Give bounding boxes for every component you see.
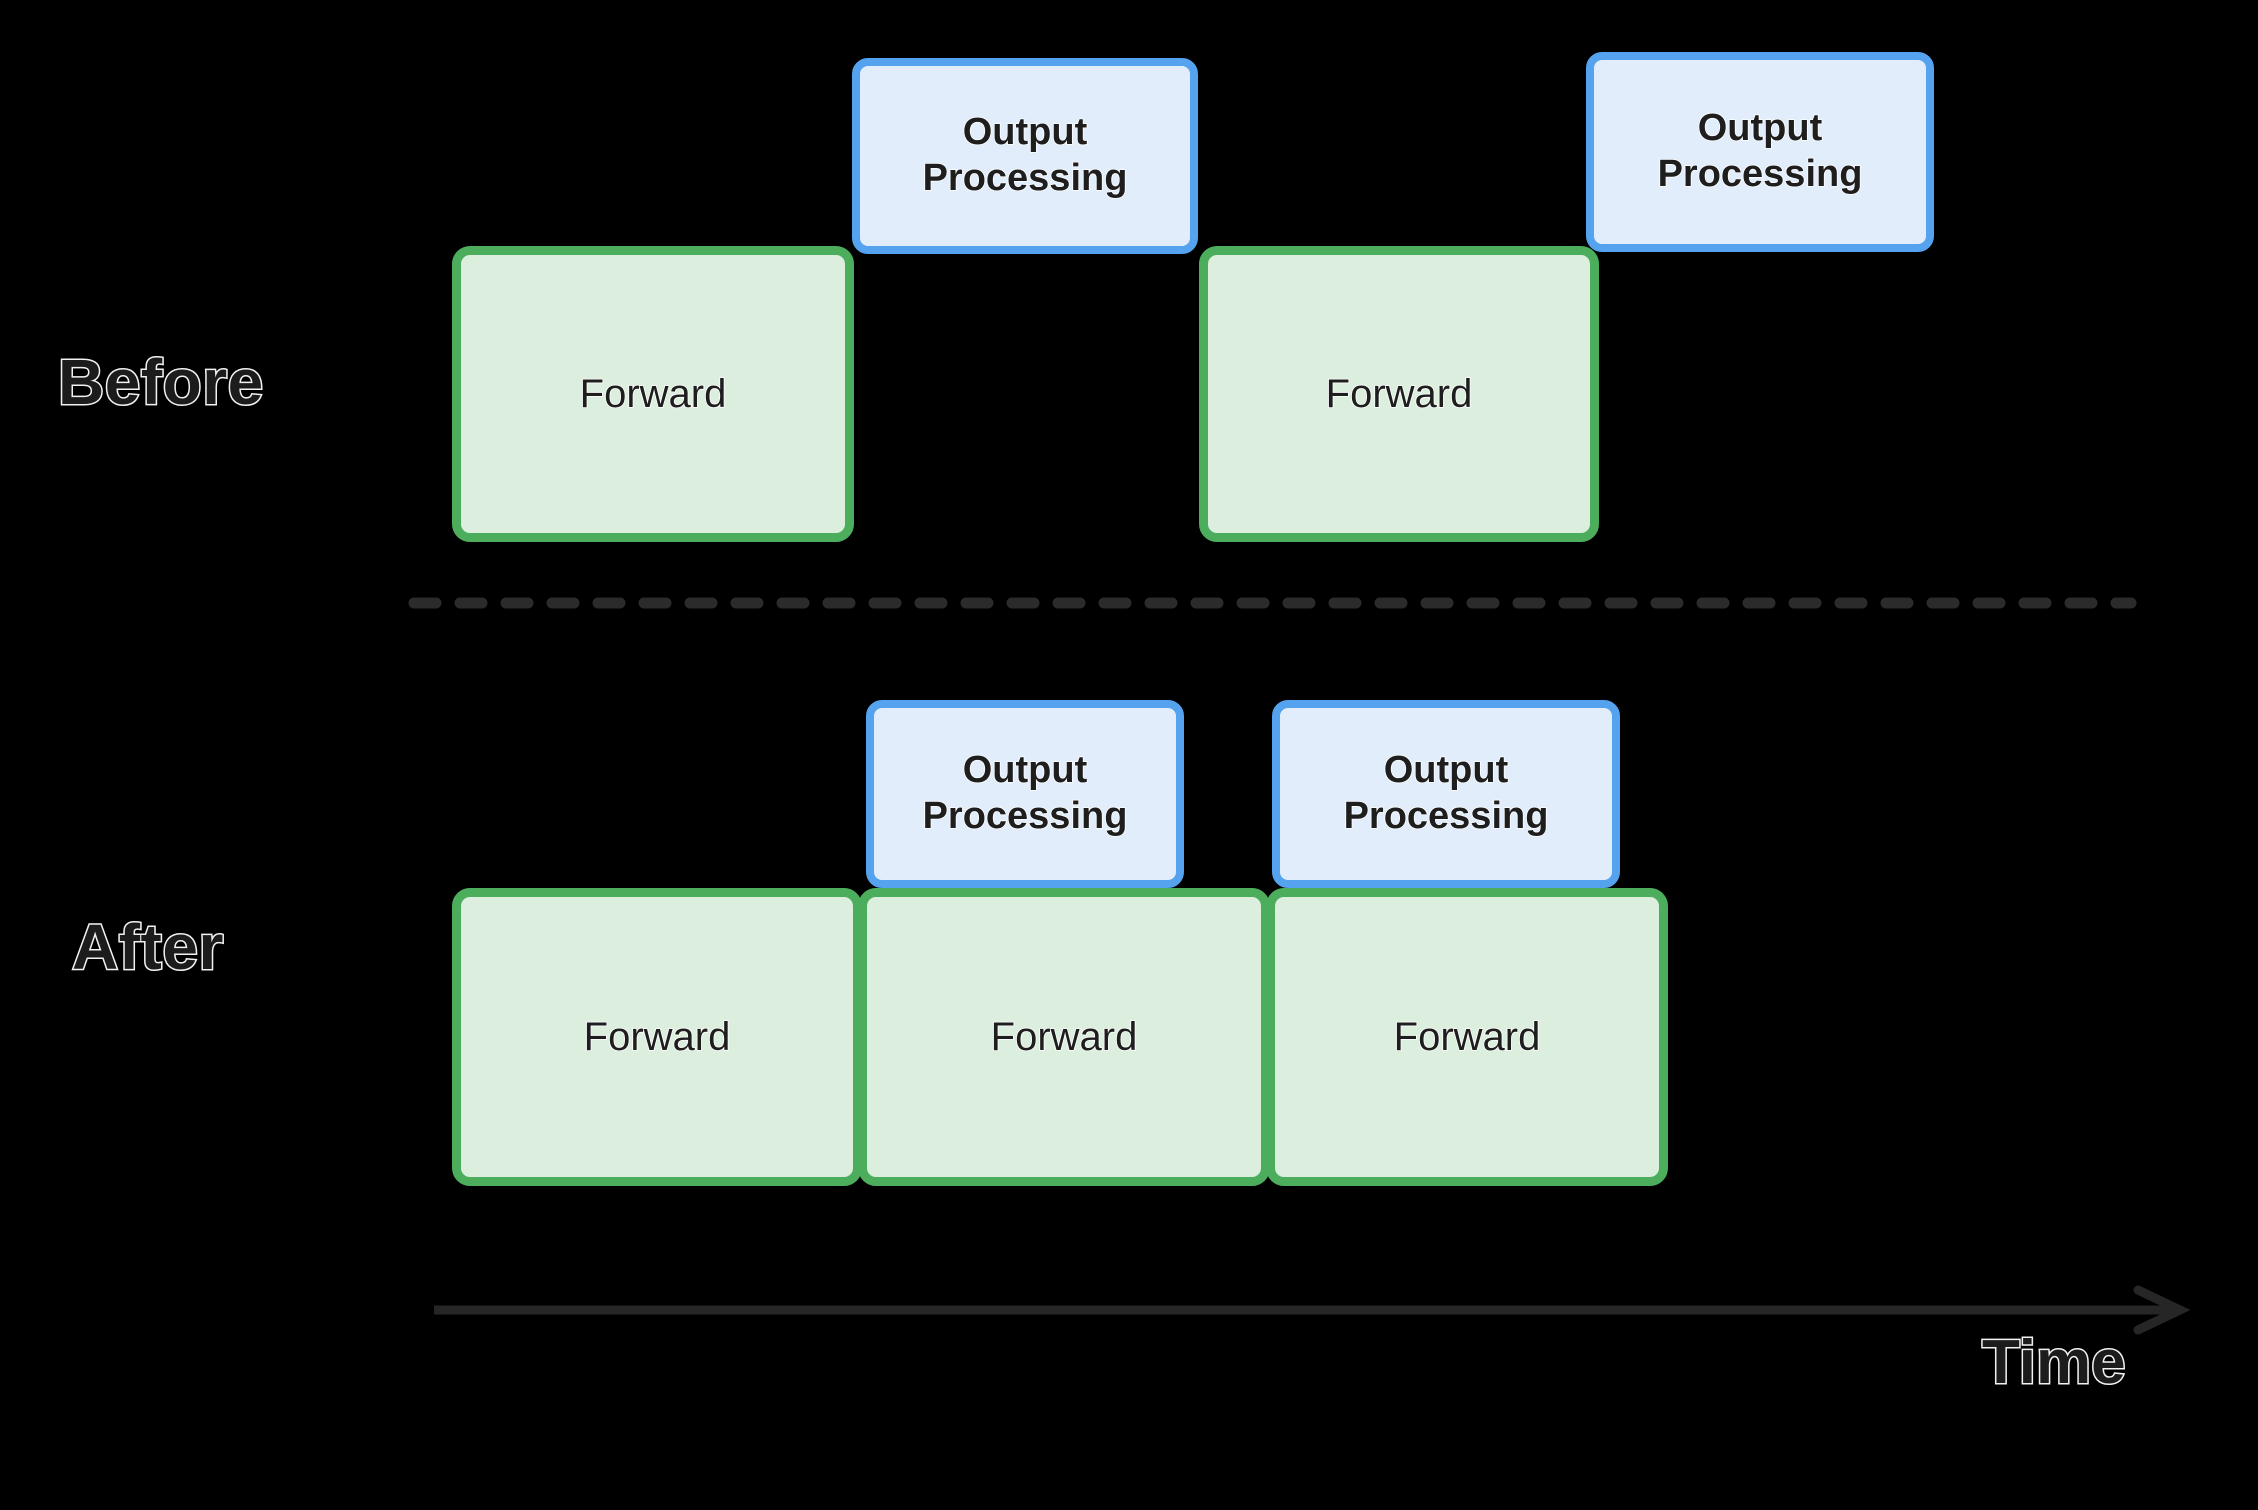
after-forward-label-3: Forward: [1393, 1014, 1541, 1060]
before-output-processing-box-2: Output Processing: [1586, 52, 1934, 252]
row-label-after: After: [71, 911, 225, 983]
before-forward-label-1: Forward: [579, 371, 727, 417]
row-label-before: Before: [57, 346, 265, 418]
time-axis-label: Time: [1981, 1328, 2128, 1397]
after-output-processing-box-2: Output Processing: [1272, 700, 1620, 888]
time-axis-arrow: [432, 1285, 2192, 1335]
output-label-line1: Output: [962, 749, 1088, 792]
output-label-line1: Output: [1383, 749, 1509, 792]
after-output-processing-box-1: Output Processing: [866, 700, 1184, 888]
output-label-line2: Processing: [1343, 794, 1549, 837]
after-forward-label-2: Forward: [990, 1014, 1138, 1060]
after-output-processing-label-1: Output Processing: [922, 748, 1128, 839]
before-forward-box-1: Forward: [452, 246, 854, 542]
output-label-line2: Processing: [922, 794, 1128, 837]
after-forward-box-2: Forward: [858, 888, 1270, 1186]
before-forward-box-2: Forward: [1199, 246, 1599, 542]
before-output-processing-label-1: Output Processing: [922, 110, 1128, 201]
after-forward-box-1: Forward: [452, 888, 862, 1186]
after-forward-box-3: Forward: [1266, 888, 1668, 1186]
before-output-processing-label-2: Output Processing: [1657, 106, 1863, 197]
after-output-processing-label-2: Output Processing: [1343, 748, 1549, 839]
output-label-line2: Processing: [922, 156, 1128, 199]
before-forward-label-2: Forward: [1325, 371, 1473, 417]
after-forward-label-1: Forward: [583, 1014, 731, 1060]
output-label-line2: Processing: [1657, 152, 1863, 195]
output-label-line1: Output: [1697, 107, 1823, 150]
before-output-processing-box-1: Output Processing: [852, 58, 1198, 254]
arrow-right-icon: [2133, 1285, 2191, 1335]
output-label-line1: Output: [962, 111, 1088, 154]
